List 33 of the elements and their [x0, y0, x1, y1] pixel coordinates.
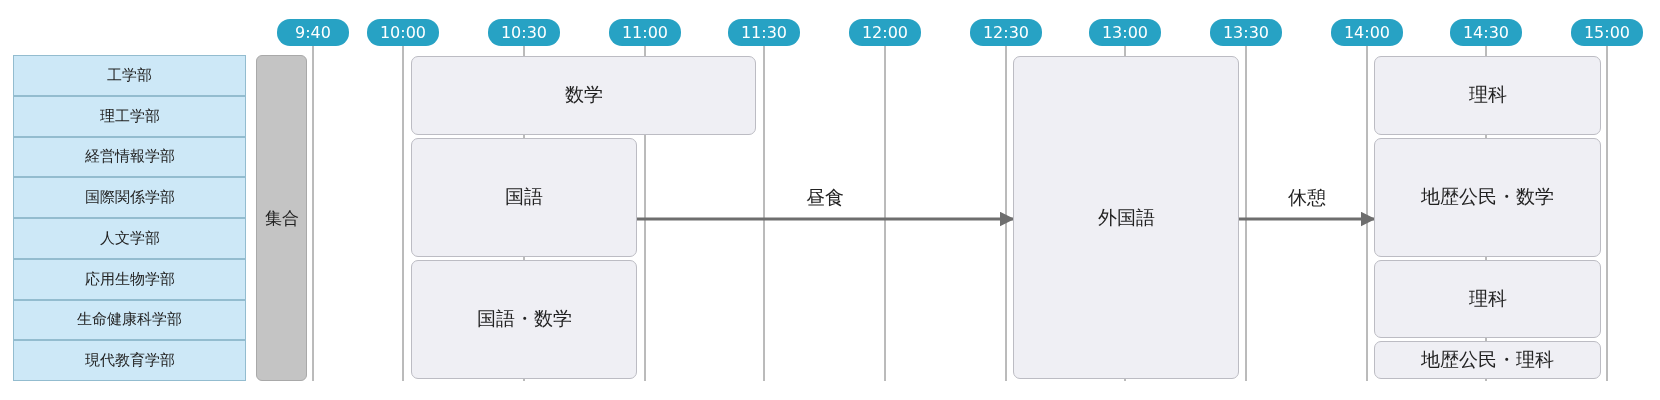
faculty-cell: 人文学部: [13, 218, 246, 259]
time-label: 13:30: [1210, 19, 1282, 46]
schedule-block: 数学: [411, 56, 756, 135]
faculty-cell: 応用生物学部: [13, 258, 246, 300]
schedule-block: 地歴公民・数学: [1374, 137, 1601, 257]
time-label: 13:00: [1089, 19, 1161, 46]
schedule-block: 国語: [411, 137, 637, 257]
time-label: 10:00: [367, 19, 439, 46]
faculty-cell: 現代教育学部: [13, 340, 246, 381]
edge-label: 昼食: [806, 185, 844, 210]
time-label: 9:40: [277, 19, 349, 46]
faculty-cell: 工学部: [13, 55, 246, 96]
time-label: 12:30: [970, 19, 1042, 46]
schedule-block: 地歴公民・理科: [1374, 341, 1601, 379]
schedule-block: 理科: [1374, 56, 1601, 135]
schedule-block: 理科: [1374, 259, 1601, 339]
schedule-block: 外国語: [1013, 56, 1239, 379]
faculty-cell: 経営情報学部: [13, 136, 246, 178]
time-label: 15:00: [1571, 19, 1643, 46]
time-label: 14:30: [1450, 19, 1522, 46]
edge-label: 休憩: [1287, 185, 1326, 210]
time-label: 14:00: [1331, 19, 1403, 46]
time-label: 11:30: [728, 19, 800, 46]
arrow: [637, 211, 1015, 227]
arrow: [1239, 211, 1376, 227]
faculty-cell: 理工学部: [13, 95, 246, 137]
time-label: 10:30: [488, 19, 560, 46]
faculty-cell: 国際関係学部: [13, 177, 246, 218]
schedule-block: 集合: [256, 55, 307, 381]
time-label: 12:00: [849, 19, 921, 46]
faculty-cell: 生命健康科学部: [13, 299, 246, 341]
schedule-block: 国語・数学: [411, 259, 637, 379]
time-label: 11:00: [609, 19, 681, 46]
